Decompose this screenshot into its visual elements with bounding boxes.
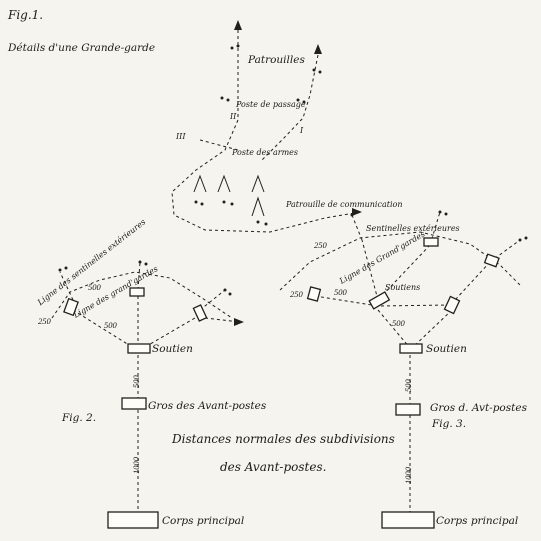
sentry-dot bbox=[230, 202, 234, 206]
fig2-ray-1 bbox=[59, 271, 74, 301]
label-patrouilles: Patrouilles bbox=[248, 54, 305, 66]
fig3-distance-500-c: 500 bbox=[403, 379, 413, 392]
fig2-ray-2 bbox=[137, 261, 141, 291]
fig3-sentinelles: Sentinelles extérieures bbox=[366, 224, 460, 233]
fig2-soutien: Soutien bbox=[152, 343, 193, 355]
sentry-dot bbox=[228, 292, 232, 296]
fig2-distance-500-b: 500 bbox=[104, 320, 117, 330]
fig3-soutien: Soutien bbox=[426, 343, 467, 355]
fig2-sentry-line bbox=[51, 271, 233, 319]
fig3-label: Fig. 3. bbox=[432, 418, 467, 430]
sentry-dot bbox=[200, 202, 204, 206]
sentry-dot bbox=[302, 100, 306, 104]
fig2-link-left bbox=[72, 309, 138, 351]
sentry-dot bbox=[350, 213, 354, 217]
patrol-path-right bbox=[261, 54, 319, 161]
sentry-dot bbox=[524, 236, 528, 240]
label-roman-three: III bbox=[176, 132, 186, 141]
sentry-dot bbox=[444, 212, 448, 216]
patrol-path-left-branch bbox=[199, 139, 239, 151]
sentry-dot bbox=[223, 288, 227, 292]
sentry-dot bbox=[222, 200, 226, 204]
fig3-link-up-left bbox=[361, 239, 379, 301]
sentry-dot bbox=[58, 268, 62, 272]
tent-3 bbox=[251, 174, 265, 193]
sentry-dot bbox=[296, 98, 300, 102]
label-poste-passage: Poste de passage bbox=[236, 100, 306, 109]
fig2-box-right bbox=[192, 304, 208, 322]
tent-2 bbox=[217, 174, 231, 193]
label-roman-two: II bbox=[230, 112, 237, 121]
label-patrouille-communication: Patrouille de communication bbox=[286, 200, 403, 209]
fig3-distance-500-a: 500 bbox=[334, 287, 347, 297]
arrow-up-right bbox=[314, 44, 322, 54]
fig3-soutiens: Soutiens bbox=[385, 283, 421, 292]
sentry-dot bbox=[138, 260, 142, 264]
sentry-dot bbox=[64, 266, 68, 270]
sentry-dot bbox=[356, 210, 360, 214]
fig3-box-left bbox=[306, 286, 322, 302]
fig3-link-right bbox=[377, 304, 451, 307]
fig2-gros: Gros des Avant-postes bbox=[148, 400, 267, 412]
fig3-distance-250-b: 250 bbox=[314, 240, 327, 250]
sentry-dot bbox=[264, 222, 268, 226]
fig3-box-corps bbox=[381, 511, 435, 529]
fig3-corps: Corps principal bbox=[436, 515, 519, 527]
caption-line-2: des Avant-postes. bbox=[220, 460, 327, 474]
fig2-distance-1000: 1000 bbox=[131, 457, 141, 474]
fig2-box-gros bbox=[121, 397, 147, 410]
fig3-box-top bbox=[423, 237, 439, 247]
fig3-link-down-left bbox=[377, 309, 411, 349]
fig1-title: Détails d'une Grande-garde bbox=[8, 42, 156, 54]
fig3-distance-500-b: 500 bbox=[392, 318, 405, 328]
label-roman-one: I bbox=[300, 126, 304, 135]
sentry-dot bbox=[256, 220, 260, 224]
fig3-link-up-mid bbox=[377, 244, 431, 301]
fig2-box-left bbox=[63, 297, 79, 317]
fig3-box-gros bbox=[395, 403, 421, 416]
arrow-fig2-right bbox=[234, 318, 244, 326]
fig2-ray-3 bbox=[199, 289, 226, 311]
caption-line-1: Distances normales des subdivisions bbox=[172, 432, 395, 446]
fig3-box-right bbox=[443, 295, 461, 315]
tent-1 bbox=[193, 174, 207, 193]
fig3-link-left bbox=[314, 295, 379, 307]
fig1-label: Fig.1. bbox=[8, 8, 44, 22]
fig3-gros: Gros d. Avt-postes bbox=[430, 402, 527, 414]
fig2-box-soutien bbox=[127, 343, 151, 354]
sentry-dot bbox=[236, 44, 240, 48]
fig2-box-mid bbox=[129, 287, 145, 297]
label-poste-armes: Poste des armes bbox=[232, 148, 298, 157]
sentry-dot bbox=[438, 210, 442, 214]
fig3-sentry-line bbox=[279, 231, 521, 291]
sentry-dot bbox=[144, 262, 148, 266]
sentry-dot bbox=[226, 98, 230, 102]
fig2-label: Fig. 2. bbox=[62, 412, 97, 424]
fig3-distance-250-a: 250 bbox=[290, 289, 303, 299]
fig2-corps: Corps principal bbox=[162, 515, 245, 527]
arrow-up-left bbox=[234, 20, 242, 30]
fig3-box-soutiens bbox=[368, 291, 391, 310]
fig3-ray-3 bbox=[351, 214, 363, 241]
fig3-box-soutien bbox=[399, 343, 423, 354]
sentry-dot bbox=[220, 96, 224, 100]
fig3-link-up-right bbox=[454, 261, 491, 301]
fig3-distance-1000: 1000 bbox=[403, 467, 413, 484]
sentry-dot bbox=[318, 70, 322, 74]
fig3-box-top-right bbox=[483, 253, 500, 268]
fig2-distance-500-a: 500 bbox=[88, 282, 101, 292]
fig2-distance-500-c: 500 bbox=[131, 375, 141, 388]
tent-4 bbox=[251, 196, 265, 217]
sentry-dot bbox=[230, 46, 234, 50]
sentry-dot bbox=[312, 68, 316, 72]
fig2-distance-250: 250 bbox=[38, 316, 51, 326]
sentry-dot bbox=[518, 238, 522, 242]
fig2-box-corps bbox=[107, 511, 159, 529]
sentry-dot bbox=[194, 200, 198, 204]
